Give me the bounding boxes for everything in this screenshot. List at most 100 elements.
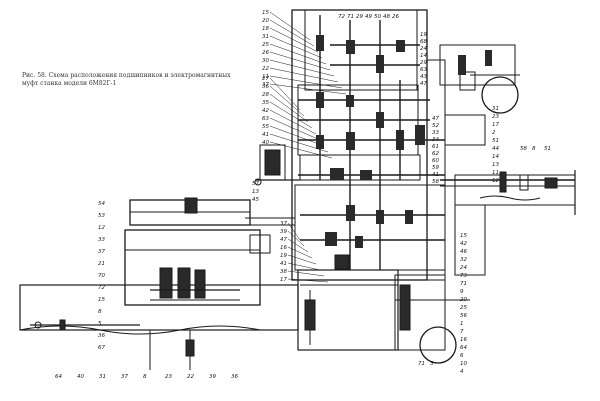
callout-table-4: 37 [98, 249, 105, 255]
callout-lower_left-3: 37 [121, 374, 128, 380]
callout-lower_right-14: 64 [460, 345, 467, 351]
callout-left_gearbox-3: 35 [262, 100, 269, 106]
callout-top_spindle_block-0: 72 [338, 14, 345, 20]
callout-left_gearbox-6: 55 [262, 124, 269, 130]
callout-right_top_block-5: 63 [420, 67, 427, 73]
callout-left_gearbox-5: 63 [262, 116, 269, 122]
callout-right_side_column-5: 44 [492, 146, 499, 152]
callout-bottom_right-1: 3 [430, 361, 434, 367]
callout-right_side_column-0: 31 [492, 106, 499, 112]
leader-line [269, 93, 309, 123]
callout-left_gearbox-1: 36 [262, 84, 269, 90]
callout-right_shaft-1: 8 [532, 146, 536, 152]
callout-lower_right-5: 73 [460, 273, 467, 279]
callout-top_column-1: 20 [262, 18, 269, 24]
callout-middle_section-5: 41 [280, 261, 287, 267]
callout-lower_right-12: 7 [460, 329, 464, 335]
callout-lower_right-16: 10 [460, 361, 467, 367]
callout-top_column-9: 37 [262, 82, 269, 88]
callout-middle_section-4: 19 [280, 253, 287, 259]
callout-right_shaft-2: 51 [544, 146, 551, 152]
callout-top_column-2: 18 [262, 26, 269, 32]
callout-lower_right-6: 71 [460, 281, 467, 287]
callout-right_side_column-8: 11 [492, 170, 499, 176]
leader-line [269, 101, 313, 129]
callout-lower_left-4: 8 [143, 374, 147, 380]
callout-middle_section-7: 17 [280, 277, 287, 283]
table-assembly [19, 197, 299, 335]
callout-lower_left-6: 22 [187, 374, 194, 380]
callout-top_column-3: 31 [262, 34, 269, 40]
callout-right_side_column-2: 17 [492, 122, 499, 128]
callout-top_column-7: 22 [262, 66, 269, 72]
callout-lower_right-13: 16 [460, 337, 467, 343]
leader-line [269, 109, 317, 135]
callout-right_side_column-7: 13 [492, 162, 499, 168]
callout-table-7: 72 [98, 285, 105, 291]
callout-top_spindle_block-4: 50 [374, 14, 381, 20]
leader-line [287, 246, 313, 259]
callout-top_spindle_block-6: 26 [392, 14, 399, 20]
leader-line [269, 67, 339, 83]
callout-middle_section-0: 37 [280, 221, 287, 227]
callout-lower_right-8: 20 [460, 297, 467, 303]
leader-line [269, 141, 333, 159]
callout-lower_right-15: 6 [460, 353, 464, 359]
callout-lower_right-2: 46 [460, 249, 467, 255]
callout-top_column-5: 26 [262, 50, 269, 56]
leader-line [269, 51, 331, 71]
callout-left_gearbox-7: 41 [262, 132, 269, 138]
callout-top_spindle_block-5: 48 [383, 14, 390, 20]
callout-middle_section-6: 38 [280, 269, 287, 275]
callout-lower_right-0: 15 [460, 233, 467, 239]
callout-right_side_column-6: 14 [492, 154, 499, 160]
callout-top_column-0: 15 [262, 10, 269, 16]
callout-right_top_block-1: 68 [420, 39, 427, 45]
callout-lower_left-1: 40 [77, 374, 84, 380]
callout-lower_left-2: 31 [99, 374, 106, 380]
right-drive-shaft [440, 170, 576, 215]
callout-left_motor-1: 13 [252, 189, 259, 195]
callout-right_gearbox-0: 47 [432, 116, 439, 122]
left-motor [254, 144, 300, 186]
callout-left_gearbox-4: 42 [262, 108, 269, 114]
callout-table-1: 53 [98, 213, 105, 219]
lower-frame [297, 254, 411, 351]
leader-line [287, 262, 321, 271]
leader-line [287, 278, 329, 283]
leader-line [269, 75, 343, 89]
callout-right_gearbox-8: 41 [432, 172, 439, 178]
callout-table-2: 12 [98, 225, 105, 231]
callout-lower_right-9: 25 [460, 305, 467, 311]
callout-right_gearbox-2: 33 [432, 130, 439, 136]
callout-lower_right-17: 4 [460, 369, 464, 375]
callout-middle_section-3: 16 [280, 245, 287, 251]
callout-table-3: 33 [98, 237, 105, 243]
callout-right_gearbox-9: 58 [432, 179, 439, 185]
leader-line [269, 125, 325, 147]
callout-right_gearbox-3: 34 [432, 137, 439, 143]
callout-bottom_right-0: 71 [418, 361, 425, 367]
callout-right_gearbox-4: 61 [432, 144, 439, 150]
callout-right_top_block-7: 47 [420, 81, 427, 87]
callout-top_column-8: 11 [262, 74, 269, 80]
callout-right_top_block-4: 29 [420, 60, 427, 66]
callout-lower_left-8: 36 [231, 374, 238, 380]
callout-left_gearbox-2: 28 [262, 92, 269, 98]
callout-lower_left-7: 39 [209, 374, 216, 380]
callout-right_side_column-9: 12 [492, 178, 499, 184]
callout-table-8: 15 [98, 297, 105, 303]
leader-line [269, 11, 311, 41]
callout-lower_right-11: 1 [460, 321, 464, 327]
callout-lower_left-5: 23 [165, 374, 172, 380]
callout-right_top_block-0: 19 [420, 32, 427, 38]
leader-line [269, 43, 327, 65]
callout-top_column-4: 25 [262, 42, 269, 48]
callout-middle_section-2: 47 [280, 237, 287, 243]
leader-line [269, 133, 329, 153]
callout-table-10: 5 [98, 321, 102, 327]
callout-table-6: 70 [98, 273, 105, 279]
leader-line [287, 270, 325, 277]
